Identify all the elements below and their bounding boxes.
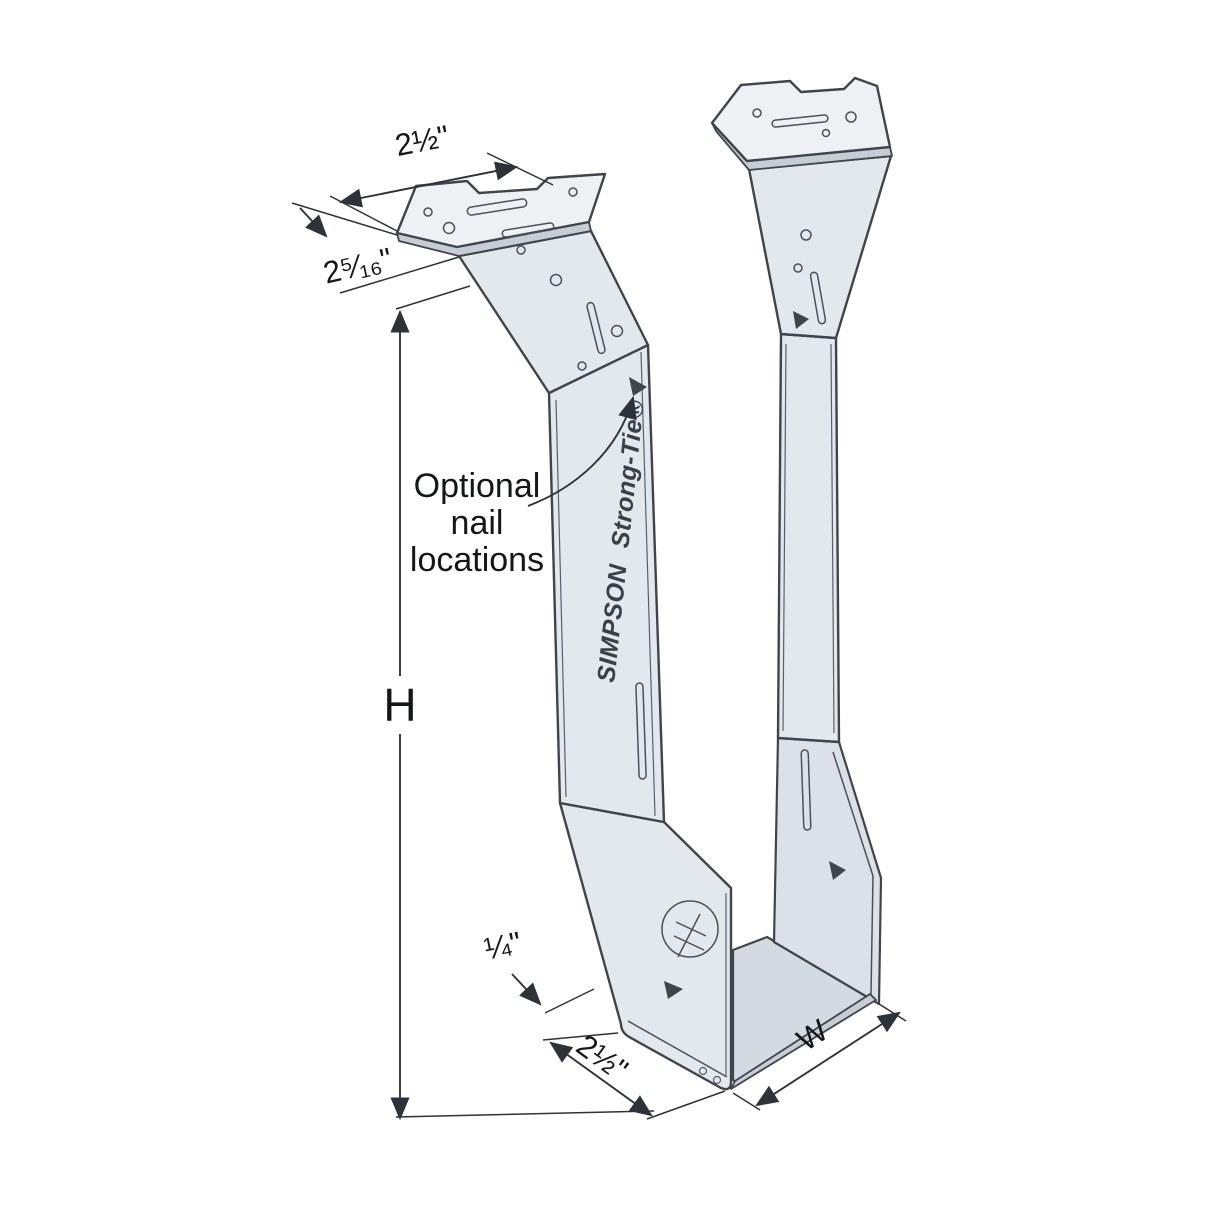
- spade-nail-marker: [664, 981, 683, 999]
- nail-hole: [423, 207, 433, 217]
- nail-slot: [809, 271, 827, 325]
- nail-hole: [712, 1075, 722, 1085]
- extension-line: [486, 152, 554, 186]
- nail-slot: [586, 301, 606, 355]
- callout-optional-nails-line1: Optional: [414, 467, 541, 505]
- leader-arrow: [299, 207, 328, 238]
- nail-slot: [501, 222, 555, 238]
- extension-line: [646, 1090, 726, 1120]
- leader-arrow: [511, 973, 542, 1006]
- dim-label-flange-width: 2½": [392, 118, 452, 163]
- right-plate-hem-line: [832, 751, 874, 995]
- extension-line: [395, 1110, 655, 1118]
- right-flange-top: [710, 76, 892, 163]
- extension-line: [878, 1003, 907, 1022]
- extension-line: [329, 195, 398, 232]
- dimension-height: H: [374, 285, 655, 1121]
- nail-hole: [793, 263, 803, 273]
- dimension-line: [549, 1041, 653, 1117]
- nail-hole: [577, 361, 587, 371]
- left-strap: [547, 343, 666, 824]
- callout-optional-nails-line3: locations: [410, 541, 544, 579]
- callout-arrow: [527, 395, 637, 507]
- extension-line: [395, 285, 471, 310]
- optional-nail-callout: Optional nail locations: [410, 395, 637, 579]
- extension-line: [291, 202, 398, 236]
- no-equal-logo-icon: [661, 900, 719, 958]
- triangle-nail-marker-target: [629, 377, 647, 396]
- dimension-seat-offset: ¼": [481, 925, 595, 1014]
- triangle-nail-marker: [829, 861, 846, 880]
- callout-optional-nails-line2: nail: [451, 504, 504, 542]
- triangle-nail-marker: [793, 311, 809, 329]
- nail-hole: [698, 1066, 708, 1076]
- nail-hole: [516, 245, 526, 255]
- nail-slot: [635, 682, 647, 780]
- dome-embossment: [800, 229, 812, 241]
- dome-embossment: [845, 111, 857, 123]
- nail-hole: [821, 128, 831, 138]
- dome-embossment: [610, 324, 624, 338]
- label-backing: [374, 676, 426, 734]
- nail-hole: [568, 187, 578, 197]
- right-slope: [747, 154, 893, 340]
- dim-label-flange-depth: 2⁵⁄₁₆": [320, 241, 395, 291]
- dimension-line: [338, 161, 519, 208]
- extension-line: [544, 988, 595, 1014]
- extension-line: [339, 256, 460, 294]
- dome-embossment: [442, 221, 456, 235]
- nail-slot: [771, 114, 829, 128]
- dim-label-seat-offset: ¼": [481, 925, 524, 967]
- extension-line: [542, 1032, 619, 1041]
- right-top-flange: [710, 76, 893, 171]
- nail-slot: [800, 749, 812, 831]
- seat-hem-line: [627, 1020, 728, 1078]
- seat-front-face: [558, 801, 733, 1091]
- dome-embossment: [549, 273, 563, 287]
- right-strap: [776, 332, 841, 744]
- dim-label-height: H: [383, 679, 416, 731]
- dimension-line: [755, 1011, 901, 1107]
- extension-line: [732, 1092, 761, 1111]
- nail-hole: [752, 108, 762, 118]
